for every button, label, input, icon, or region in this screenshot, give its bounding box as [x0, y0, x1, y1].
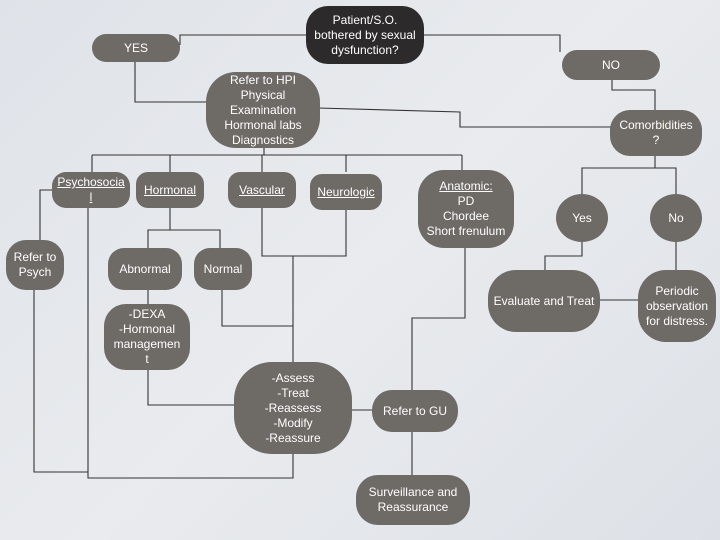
connector-hormonal-normal — [170, 229, 221, 248]
node-vascular: Vascular — [228, 172, 296, 208]
connector-psych-refer — [39, 189, 52, 240]
connector-normal-assess — [221, 290, 293, 327]
node-neurologic-label: Neurologic — [317, 184, 375, 199]
node-anatomic: Anatomic: PD Chordee Short frenulum — [418, 170, 514, 248]
connector-root-yes — [179, 34, 308, 45]
node-normal: Normal — [194, 248, 252, 290]
node-root-question: Patient/S.O. bothered by sexual dysfunct… — [306, 6, 424, 64]
connector-root-no — [422, 34, 561, 52]
node-refer-hpi: Refer to HPI Physical Examination Hormon… — [206, 72, 320, 148]
node-vascular-label: Vascular — [239, 182, 285, 197]
node-refer-gu: Refer to GU — [372, 390, 458, 432]
connector-comorb-no — [655, 167, 677, 196]
connector-comorb-yes — [581, 155, 656, 196]
node-abnormal: Abnormal — [108, 248, 182, 290]
node-yes: YES — [92, 34, 180, 62]
node-hormonal: Hormonal — [136, 172, 204, 208]
connector-assess-down — [87, 452, 294, 479]
node-assess: -Assess -Treat -Reassess -Modify -Reassu… — [234, 362, 352, 454]
node-yes2: Yes — [556, 194, 608, 242]
connector-yes-evaluate — [544, 240, 583, 270]
node-anatomic-body: PD Chordee Short frenulum — [426, 194, 506, 238]
node-hormonal-label: Hormonal — [143, 182, 197, 197]
connector-vascular-down — [261, 208, 294, 362]
node-periodic: Periodic observation for distress. — [638, 270, 716, 342]
node-dexa: -DEXA -Hormonal managemen t — [104, 304, 190, 370]
node-anatomic-title: Anatomic: — [439, 179, 493, 193]
connector-dexa-assess — [147, 368, 234, 406]
node-refer-psych: Refer to Psych — [6, 240, 64, 290]
connector-hormonal-branch — [147, 208, 171, 248]
node-evaluate-treat: Evaluate and Treat — [488, 270, 600, 332]
connector-hpi-comorbidities — [317, 107, 612, 128]
connector-referpsych-down — [33, 290, 88, 473]
connector-no-comorbidities — [611, 80, 656, 112]
node-psychosocial-label: Psychosocia l — [57, 175, 125, 204]
node-comorbidities: Comorbidities ? — [610, 110, 702, 156]
node-neurologic: Neurologic — [310, 174, 382, 210]
connector-yes-hpi — [134, 62, 210, 103]
node-no2: No — [650, 194, 702, 242]
connector-anatomic-gu — [411, 247, 466, 390]
node-psychosocial: Psychosocia l — [52, 172, 130, 208]
connector-neurologic-down — [293, 210, 347, 257]
node-no: NO — [562, 50, 660, 80]
node-surveillance: Surveillance and Reassurance — [356, 475, 470, 525]
